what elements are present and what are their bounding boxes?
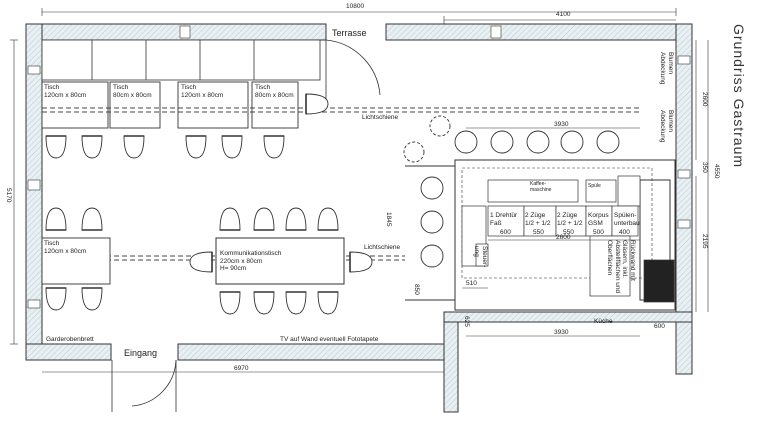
dimension-label: 5170 bbox=[5, 188, 12, 203]
dimension-label: 550 bbox=[563, 229, 574, 236]
chair bbox=[45, 287, 67, 311]
windows bbox=[27, 25, 691, 309]
dimension-label: 4550 bbox=[713, 164, 720, 179]
blumen-label: Blumen Abdeckung bbox=[659, 110, 675, 143]
dimension-label: 6970 bbox=[234, 365, 249, 372]
communication-table-label: Kommunikationstisch 220cm x 80cm H= 90cm bbox=[220, 250, 282, 272]
plan-title: Grundriss Gastraum bbox=[731, 24, 747, 169]
chair bbox=[285, 207, 307, 231]
left-tables bbox=[41, 237, 111, 285]
chair bbox=[263, 135, 285, 159]
chair bbox=[317, 207, 339, 231]
communication-table bbox=[215, 237, 345, 285]
dimension-label: 2600 bbox=[701, 92, 708, 107]
chair bbox=[285, 291, 307, 315]
outer-walls bbox=[25, 23, 693, 413]
spuele-label: Spüle bbox=[588, 183, 601, 189]
chair bbox=[221, 135, 243, 159]
doors bbox=[111, 39, 381, 412]
dimension-label: 400 bbox=[619, 229, 630, 236]
steuerung-label: Steuer- ung bbox=[473, 246, 489, 268]
counter-module-label: 2 Züge 1/2 + 1/2 bbox=[525, 212, 551, 227]
table-label: Tisch 120cm x 80cm bbox=[44, 84, 87, 99]
dimension-label: 500 bbox=[593, 229, 604, 236]
table-label: Tisch 120cm x 80cm bbox=[181, 84, 224, 99]
counter-module-label: Spülen- unterbau bbox=[614, 212, 640, 227]
dimension-label: 625 bbox=[463, 316, 470, 327]
dimension-label: 1845 bbox=[385, 212, 392, 227]
lichtschiene-mid-label: Lichtschiene bbox=[364, 244, 401, 251]
dimension-label: 600 bbox=[500, 229, 511, 236]
chair bbox=[219, 207, 241, 231]
blumen-label: Blumen Abdeckung bbox=[659, 52, 675, 85]
machine-label: Kaffee- maschine bbox=[530, 181, 552, 193]
dimension-label: 550 bbox=[533, 229, 544, 236]
chair bbox=[185, 135, 207, 159]
kueche-label: Küche bbox=[594, 318, 613, 325]
chair bbox=[45, 207, 67, 231]
chair bbox=[253, 291, 275, 315]
counter-module-label: Korpus GSM bbox=[588, 212, 609, 227]
dimension-label: 850 bbox=[413, 284, 420, 295]
dimension-lines bbox=[10, 8, 709, 373]
eingang-label: Eingang bbox=[122, 348, 160, 358]
dimension-label: 10800 bbox=[346, 3, 365, 10]
dimension-label: 2600 bbox=[556, 234, 571, 241]
chair bbox=[81, 135, 103, 159]
chair bbox=[123, 135, 145, 159]
counter-modules bbox=[461, 175, 675, 303]
dimension-label: 2195 bbox=[701, 234, 708, 249]
dimension-label: 4100 bbox=[556, 11, 571, 18]
chair bbox=[349, 251, 373, 273]
dimension-label: 600 bbox=[654, 323, 665, 330]
counter-module-label: 2 Züge 1/2 + 1/2 bbox=[557, 212, 583, 227]
garderobe-label: Garderobenbrett bbox=[46, 336, 94, 343]
counter-module-label: 1 Drehtür Faß bbox=[490, 212, 518, 227]
bar-stools bbox=[403, 115, 620, 268]
chair bbox=[81, 207, 103, 231]
rueckwand-label: Rückwand mit Gläsern, inkl. Abstellfläch… bbox=[606, 240, 637, 294]
tv-label: TV auf Wand eventuell Fototapete bbox=[280, 336, 379, 343]
lichtschiene-top-label: Lichtschiene bbox=[362, 114, 399, 121]
dimension-label: 3930 bbox=[554, 329, 569, 336]
dimension-label: 510 bbox=[466, 280, 477, 287]
terrasse-label: Terrasse bbox=[330, 28, 369, 38]
table-label: Tisch 80cm x 80cm bbox=[255, 84, 294, 99]
chair bbox=[305, 93, 329, 115]
chair bbox=[81, 287, 103, 311]
table-label: Tisch 120cm x 80cm bbox=[44, 240, 87, 255]
top-tables bbox=[41, 81, 299, 129]
chair bbox=[189, 251, 213, 273]
wall-bench bbox=[41, 39, 321, 81]
dimension-label: 3930 bbox=[554, 121, 569, 128]
chair bbox=[317, 291, 339, 315]
chair bbox=[45, 135, 67, 159]
chair bbox=[219, 291, 241, 315]
chair bbox=[253, 207, 275, 231]
table-label: Tisch 80cm x 80cm bbox=[113, 84, 152, 99]
dimension-label: 350 bbox=[701, 162, 708, 173]
